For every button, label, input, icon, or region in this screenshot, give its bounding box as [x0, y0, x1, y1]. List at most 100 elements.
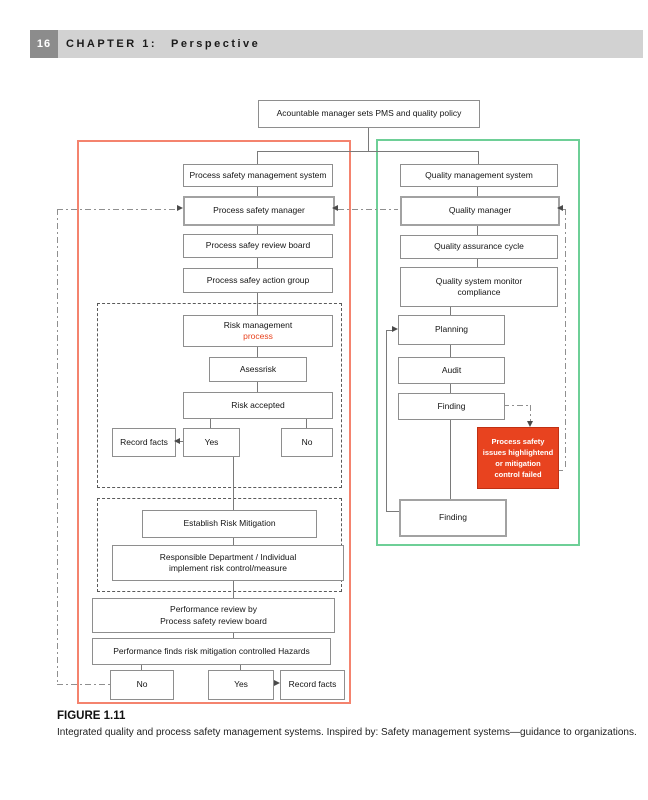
arrowhead-down [527, 421, 533, 427]
alert-label: Process safety [491, 436, 545, 446]
flow-box-label-accent: process [243, 331, 273, 341]
flow-box-label: Responsible Department / Individual [159, 551, 297, 562]
connector-line [233, 455, 234, 510]
flow-box-audit: Audit [398, 357, 505, 384]
chapter-title: Perspective [171, 38, 261, 50]
finding-alert-dashdot-line [530, 405, 531, 421]
flow-box-label: Quality management system [425, 169, 533, 180]
finding-alert-dashdot-line [503, 405, 530, 406]
flow-box-process-safety-manager: Process safety manager [183, 196, 335, 226]
flow-box-label: Finding [439, 512, 467, 523]
alert-manager-dashdot-line [562, 209, 566, 210]
flow-box-assess-risk: Asessrisk [209, 357, 307, 382]
connector-line [450, 305, 451, 315]
figure-label: FIGURE 1.11 [57, 710, 126, 722]
flow-box-label: Risk accepted [231, 399, 285, 410]
alert-label: or mitigation [495, 459, 541, 468]
connector-line [210, 417, 211, 428]
flow-box-finding-2: Finding [399, 499, 507, 537]
flow-box-quality-assurance-cycle: Quality assurance cycle [400, 235, 558, 259]
connector-line [257, 256, 258, 268]
risk-management-dashed-group [97, 303, 342, 488]
process-safety-frame [77, 140, 351, 704]
flow-box-label: Quality system monitor [435, 275, 523, 286]
flow-box-yes-1: Yes [183, 428, 240, 457]
flow-box-label: Yes [204, 436, 219, 447]
flow-box-record-facts-1: Record facts [112, 428, 176, 457]
connector-line [477, 257, 478, 267]
connector-line [257, 222, 258, 234]
connector-line [477, 222, 478, 235]
connector-line [477, 185, 478, 196]
flow-box-accountable-manager: Acountable manager sets PMS and quality … [258, 100, 480, 128]
chapter-label: CHAPTER 1: [66, 38, 158, 50]
feedback-dashdot-line [57, 209, 58, 684]
figure-caption: Integrated quality and process safety ma… [57, 727, 637, 738]
flow-box-label: Planning [434, 324, 469, 335]
flow-box-label: No [136, 679, 148, 690]
arrowhead-left [174, 438, 180, 444]
flow-box-quality-system-monitor: Quality system monitor compliance [400, 267, 558, 307]
connector-line [257, 345, 258, 357]
flow-box-no-1: No [281, 428, 333, 457]
flow-box-planning: Planning [398, 315, 505, 345]
flow-box-label: Acountable manager sets PMS and quality … [276, 108, 462, 119]
connector-line [450, 418, 451, 499]
flow-box-process-safety-action-group: Process safey action group [183, 268, 333, 293]
connector-line [450, 382, 451, 393]
flow-box-label: Process safety manager [213, 205, 305, 216]
flow-box-label: Audit [441, 364, 462, 375]
flow-box-establish-risk-mitigation: Establish Risk Mitigation [142, 510, 317, 538]
flow-box-quality-management-system: Quality management system [400, 164, 558, 187]
connector-line [141, 663, 142, 670]
flow-box-yes-2: Yes [208, 670, 274, 700]
flow-box-label: Risk management [223, 319, 293, 330]
feedback-dashdot-line [57, 209, 177, 210]
connector-line [233, 579, 234, 598]
flow-box-performance-review: Performance review by Process safety rev… [92, 598, 335, 633]
flow-box-no-2: No [110, 670, 174, 700]
flow-box-quality-manager: Quality manager [400, 196, 560, 226]
connector-line [257, 151, 258, 164]
quality-frame [376, 139, 580, 546]
flow-box-risk-accepted: Risk accepted [183, 392, 333, 419]
flow-box-label: Record facts [288, 679, 337, 690]
arrowhead-right [274, 680, 280, 686]
flow-box-process-safety-alert: Process safety issues highlightend or mi… [477, 427, 559, 489]
flow-box-label: Finding [437, 400, 466, 411]
flow-box-responsible-department: Responsible Department / Individual impl… [112, 545, 344, 581]
flow-box-label: Quality manager [448, 205, 512, 216]
loop-line [386, 330, 387, 511]
arrowhead-left [332, 205, 338, 211]
connector-line [233, 631, 234, 638]
connector-line [257, 380, 258, 392]
flow-box-label: Asessrisk [239, 363, 277, 374]
connector-line [179, 441, 183, 442]
flow-box-label: No [301, 436, 313, 447]
flow-box-label: Performance review by [170, 604, 257, 615]
connector-line [368, 126, 369, 151]
connector-line [257, 151, 478, 152]
flow-box-label: Process safey review board [205, 240, 311, 251]
flow-box-performance-finds: Performance finds risk mitigation contro… [92, 638, 331, 665]
manager-link-dashdot-line [338, 209, 398, 210]
connector-line [257, 291, 258, 315]
arrowhead-left [557, 205, 563, 211]
page-number: 16 [30, 30, 58, 58]
flow-box-label: Process safety review board [160, 615, 267, 626]
feedback-dashdot-line [57, 684, 110, 685]
connector-line [233, 536, 234, 545]
connector-line [478, 151, 479, 164]
flow-box-process-safety-review-board: Process safey review board [183, 234, 333, 258]
loop-line [386, 511, 399, 512]
alert-label: control failed [494, 470, 542, 480]
flow-box-label: Yes [234, 679, 248, 690]
flow-box-label: Record facts [120, 436, 168, 447]
flow-box-label: implement risk control/measure [168, 563, 288, 573]
alert-manager-dashdot-line [557, 470, 565, 471]
connector-line [306, 417, 307, 428]
alert-manager-dashdot-line [565, 209, 566, 470]
connector-line [450, 343, 451, 357]
flow-box-label: Process safety management system [189, 169, 327, 180]
